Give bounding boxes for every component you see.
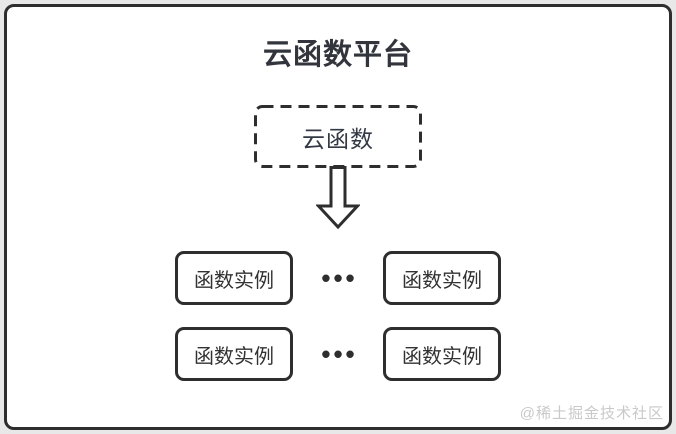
ellipsis: ••• [321, 338, 358, 369]
page-title: 云函数平台 [262, 39, 413, 71]
down-arrow-icon [316, 166, 360, 229]
function-instance-node: 函数实例 [175, 327, 293, 381]
cloud-function-label: 云函数 [302, 125, 374, 152]
cloud-function-node: 云函数 [254, 105, 422, 168]
ellipsis: ••• [321, 262, 358, 293]
function-instance-node: 函数实例 [175, 251, 293, 305]
function-instance-node: 函数实例 [383, 327, 501, 381]
watermark: @稀土掘金技术社区 [519, 405, 664, 422]
function-instance-node: 函数实例 [383, 251, 501, 305]
